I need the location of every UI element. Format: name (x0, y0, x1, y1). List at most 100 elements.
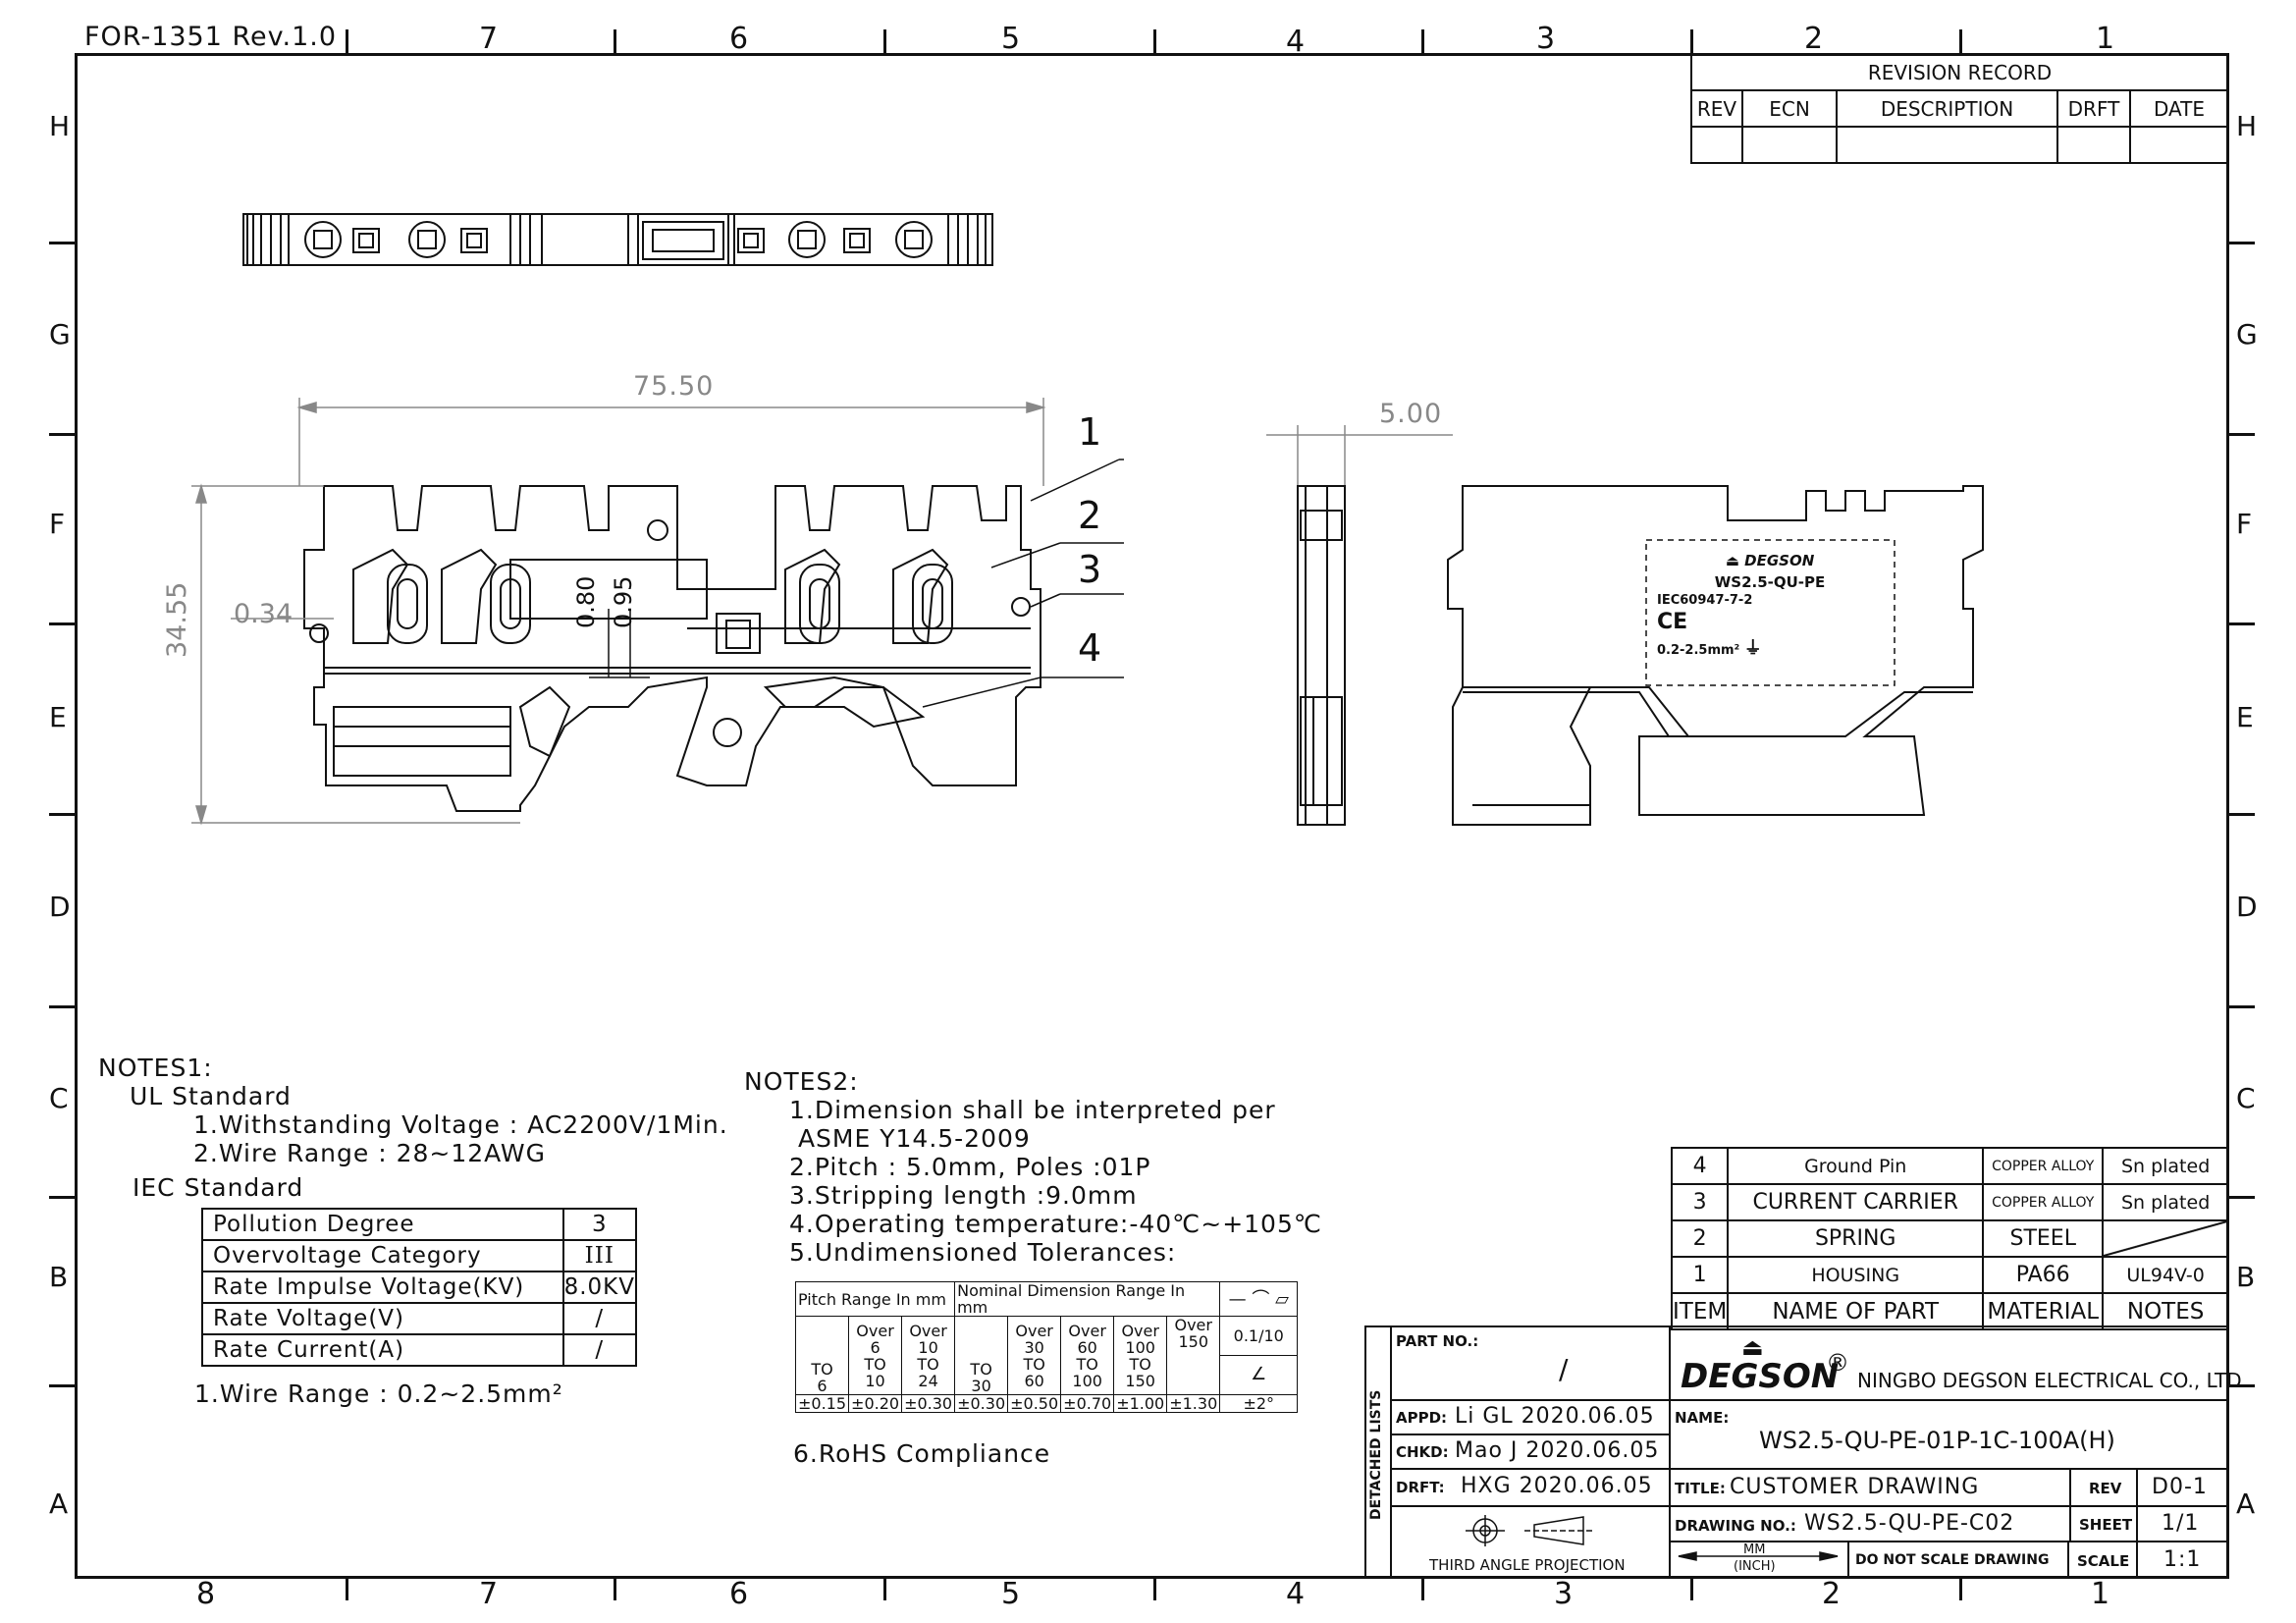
sheet-value: 1/1 (2162, 1511, 2200, 1536)
iec-value: III (561, 1239, 638, 1272)
part-notes: Sn plated (2102, 1147, 2229, 1185)
dim-pitch: 5.00 (1379, 399, 1443, 429)
drft-label: DRFT: (1396, 1479, 1445, 1496)
zone-col-top: 2 (1804, 22, 1824, 56)
part-item: 4 (1670, 1147, 1730, 1185)
zone-row-right: A (2236, 1488, 2256, 1520)
iec-value: 3 (561, 1208, 638, 1241)
title-cell: TITLE: CUSTOMER DRAWING REV D0-1 (1671, 1470, 2229, 1507)
detached-lists-strip (1364, 1325, 1392, 1579)
scale-label: SCALE (2077, 1552, 2130, 1570)
part-notes: Sn plated (2102, 1183, 2229, 1221)
tolerance-value: ±1.00 (1113, 1394, 1168, 1413)
revision-record-table: REVISION RECORD REV ECN DESCRIPTION DRFT… (1690, 54, 2229, 164)
straightness-icon: — (1228, 1288, 1247, 1310)
zone-col-bottom: 3 (1554, 1577, 1574, 1611)
ul-standard-title: UL Standard (130, 1082, 292, 1110)
zone-col-top: 7 (479, 22, 499, 56)
units-mm: MM (1743, 1542, 1766, 1557)
ground-symbol-icon: ⏚ (1743, 638, 1762, 659)
part-material: COPPER ALLOY (1982, 1147, 2105, 1185)
iec-value: / (561, 1302, 638, 1335)
iec-label: Rate Current(A) (201, 1333, 564, 1367)
tolerance-table: Pitch Range In mm Nominal Dimension Rang… (794, 1281, 1299, 1413)
rev-header: REV (1690, 89, 1743, 128)
nominal-range-header: Nominal Dimension Range In mm (954, 1281, 1221, 1317)
scale-value: 1:1 (2163, 1547, 2202, 1572)
chkd-label: CHKD: (1396, 1443, 1449, 1461)
part-item: 3 (1670, 1183, 1730, 1221)
drawing-frame (75, 53, 2229, 1579)
tolerance-value: ±0.70 (1060, 1394, 1115, 1413)
appd-cell: APPD: Li GL 2020.06.05 (1392, 1401, 1671, 1435)
zone-row-right: C (2236, 1082, 2256, 1114)
notes2-title: NOTES2: (744, 1067, 859, 1096)
zone-col-top: 3 (1536, 22, 1556, 56)
notes2: NOTES2: 1.Dimension shall be interpreted… (744, 1067, 1322, 1267)
tolerance-value: ±0.30 (901, 1394, 956, 1413)
notes1: NOTES1: UL Standard 1.Withstanding Volta… (98, 1054, 728, 1202)
title-block (1364, 1325, 2229, 1579)
iec-label: Rate Impulse Voltage(KV) (201, 1271, 564, 1304)
dim-080: 0.80 (572, 575, 600, 628)
name-label: NAME: (1675, 1409, 1730, 1427)
sheet-label: SHEET (2079, 1516, 2133, 1534)
chkd-cell: CHKD: Mao J 2020.06.05 (1392, 1435, 1671, 1470)
zone-row-left: H (49, 110, 71, 142)
revision-record-title: REVISION RECORD (1690, 54, 2229, 91)
marking-range: 0.2-2.5mm² (1657, 643, 1740, 658)
zone-row-right: D (2236, 891, 2258, 923)
dim-034: 0.34 (234, 599, 294, 629)
parts-list-table: 4 Ground Pin COPPER ALLOY Sn plated 3 CU… (1670, 1147, 2229, 1330)
description-header: DESCRIPTION (1836, 89, 2058, 128)
drft-cell: DRFT: HXG 2020.06.05 (1392, 1470, 1671, 1507)
drawing-no-cell: DRAWING NO.: WS2.5-QU-PE-C02 SHEET 1/1 (1671, 1507, 2229, 1542)
third-angle-projection-icon (1466, 1515, 1593, 1546)
rohs-note: 6.RoHS Compliance (793, 1439, 1051, 1468)
drft-value: HXG 2020.06.05 (1461, 1474, 1653, 1498)
company-name: NINGBO DEGSON ELECTRICAL CO., LTD (1857, 1369, 2242, 1392)
iec-standard-title: IEC Standard (133, 1173, 304, 1202)
part-item: 1 (1670, 1256, 1730, 1294)
zone-row-left: B (49, 1261, 69, 1293)
projection-label: THIRD ANGLE PROJECTION (1429, 1556, 1626, 1574)
item-header: ITEM (1670, 1292, 1730, 1330)
callout-3: 3 (1078, 548, 1102, 591)
title-value: CUSTOMER DRAWING (1730, 1475, 1980, 1499)
dim-095: 0.95 (610, 575, 637, 628)
part-item: 2 (1670, 1219, 1730, 1258)
marking-brand: DEGSON (1744, 552, 1815, 569)
rev-value: D0-1 (2152, 1475, 2208, 1499)
drawing-no-value: WS2.5-QU-PE-C02 (1804, 1511, 2015, 1536)
tolerance-value: ±0.30 (954, 1394, 1009, 1413)
tolerance-value: ±1.30 (1166, 1394, 1221, 1413)
part-name: Ground Pin (1727, 1147, 1985, 1185)
drawing-no-label: DRAWING NO.: (1675, 1517, 1796, 1535)
notes1-title: NOTES1: (98, 1054, 213, 1082)
zone-row-left: F (49, 508, 66, 540)
sheet-label-cell: SHEET (2069, 1507, 2138, 1541)
callout-2: 2 (1078, 494, 1102, 537)
tolerance-value: ±0.15 (794, 1394, 850, 1413)
part-notes: UL94V-0 (2102, 1256, 2229, 1294)
notes2-item: 5.Undimensioned Tolerances: (789, 1238, 1177, 1267)
zone-row-left: G (49, 318, 71, 351)
notes2-item: 3.Stripping length :9.0mm (789, 1181, 1138, 1210)
ecn-header: ECN (1741, 89, 1838, 128)
units-arrow-icon (1678, 1551, 1839, 1561)
tolerance-value: ±0.20 (848, 1394, 903, 1413)
profile-icon: ⌒ (1252, 1288, 1270, 1310)
part-no-label: PART NO.: (1396, 1332, 1479, 1350)
callout-1: 1 (1078, 410, 1102, 454)
zone-row-right: B (2236, 1261, 2256, 1293)
part-no-cell: PART NO.: / (1392, 1325, 1671, 1401)
drft-header: DRFT (2056, 89, 2131, 128)
scale-label-cell: SCALE (2069, 1542, 2138, 1579)
angle-tolerance: ±2° (1219, 1394, 1299, 1413)
units-cell: MM (INCH) DO NOT SCALE DRAWING SCALE 1:1 (1671, 1542, 2229, 1579)
dim-overall-length: 75.50 (633, 371, 715, 402)
wire-range-note: 1.Wire Range : 0.2~2.5mm² (194, 1380, 563, 1408)
registered-mark: ® (1826, 1349, 1849, 1377)
